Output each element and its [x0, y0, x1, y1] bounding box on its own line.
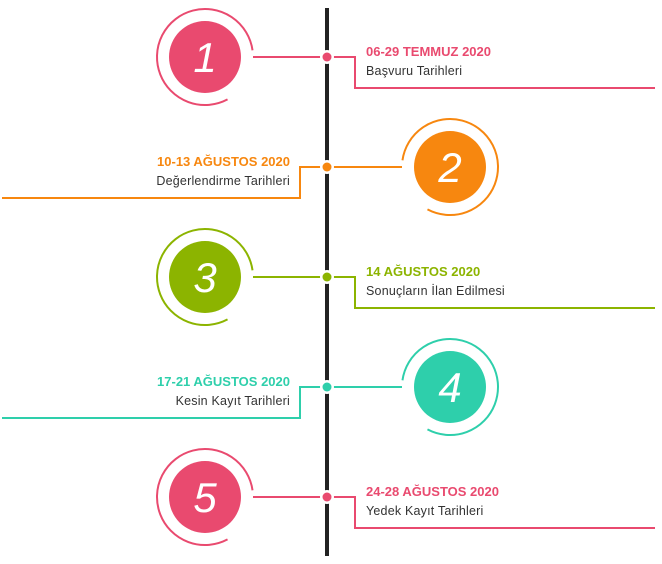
step-date: 17-21 AĞUSTOS 2020: [157, 374, 290, 389]
number-circle: [169, 461, 241, 533]
step-number: 3: [193, 254, 216, 301]
ring-arc: [401, 118, 499, 216]
text-bracket: [2, 166, 321, 199]
timeline-item-1: 1: [156, 8, 655, 106]
text-bracket: [2, 386, 321, 419]
timeline-dot: [322, 492, 332, 502]
text-bracket: [333, 496, 655, 529]
step-label: Sonuçların İlan Edilmesi: [366, 284, 505, 298]
timeline-item-2: 2: [2, 118, 499, 216]
timeline-item-5: 5: [156, 448, 655, 546]
step-number: 2: [437, 144, 461, 191]
timeline-dot: [322, 162, 332, 172]
step-number: 5: [193, 474, 217, 521]
timeline-item-4: 4: [2, 338, 499, 436]
step-date: 10-13 AĞUSTOS 2020: [157, 154, 290, 169]
text-bracket: [333, 276, 655, 309]
ring-arc: [156, 228, 254, 326]
number-circle: [169, 241, 241, 313]
step-number: 4: [438, 364, 461, 411]
ring-arc: [156, 448, 254, 546]
step-label: Başvuru Tarihleri: [366, 64, 463, 78]
ring-arc: [401, 338, 499, 436]
ring-arc: [156, 8, 254, 106]
timeline-item-3: 3: [156, 228, 655, 326]
step-label: Kesin Kayıt Tarihleri: [175, 394, 290, 408]
step-date: 06-29 TEMMUZ 2020: [366, 44, 491, 59]
number-circle: [169, 21, 241, 93]
step-date: 14 AĞUSTOS 2020: [366, 264, 481, 279]
number-circle: [414, 351, 486, 423]
timeline-dot: [322, 272, 332, 282]
step-date: 24-28 AĞUSTOS 2020: [366, 484, 499, 499]
timeline-dot: [322, 52, 332, 62]
number-circle: [414, 131, 486, 203]
text-bracket: [333, 56, 655, 89]
timeline-dot: [322, 382, 332, 392]
step-label: Yedek Kayıt Tarihleri: [366, 504, 484, 518]
step-label: Değerlendirme Tarihleri: [156, 174, 290, 188]
step-number: 1: [193, 34, 216, 81]
